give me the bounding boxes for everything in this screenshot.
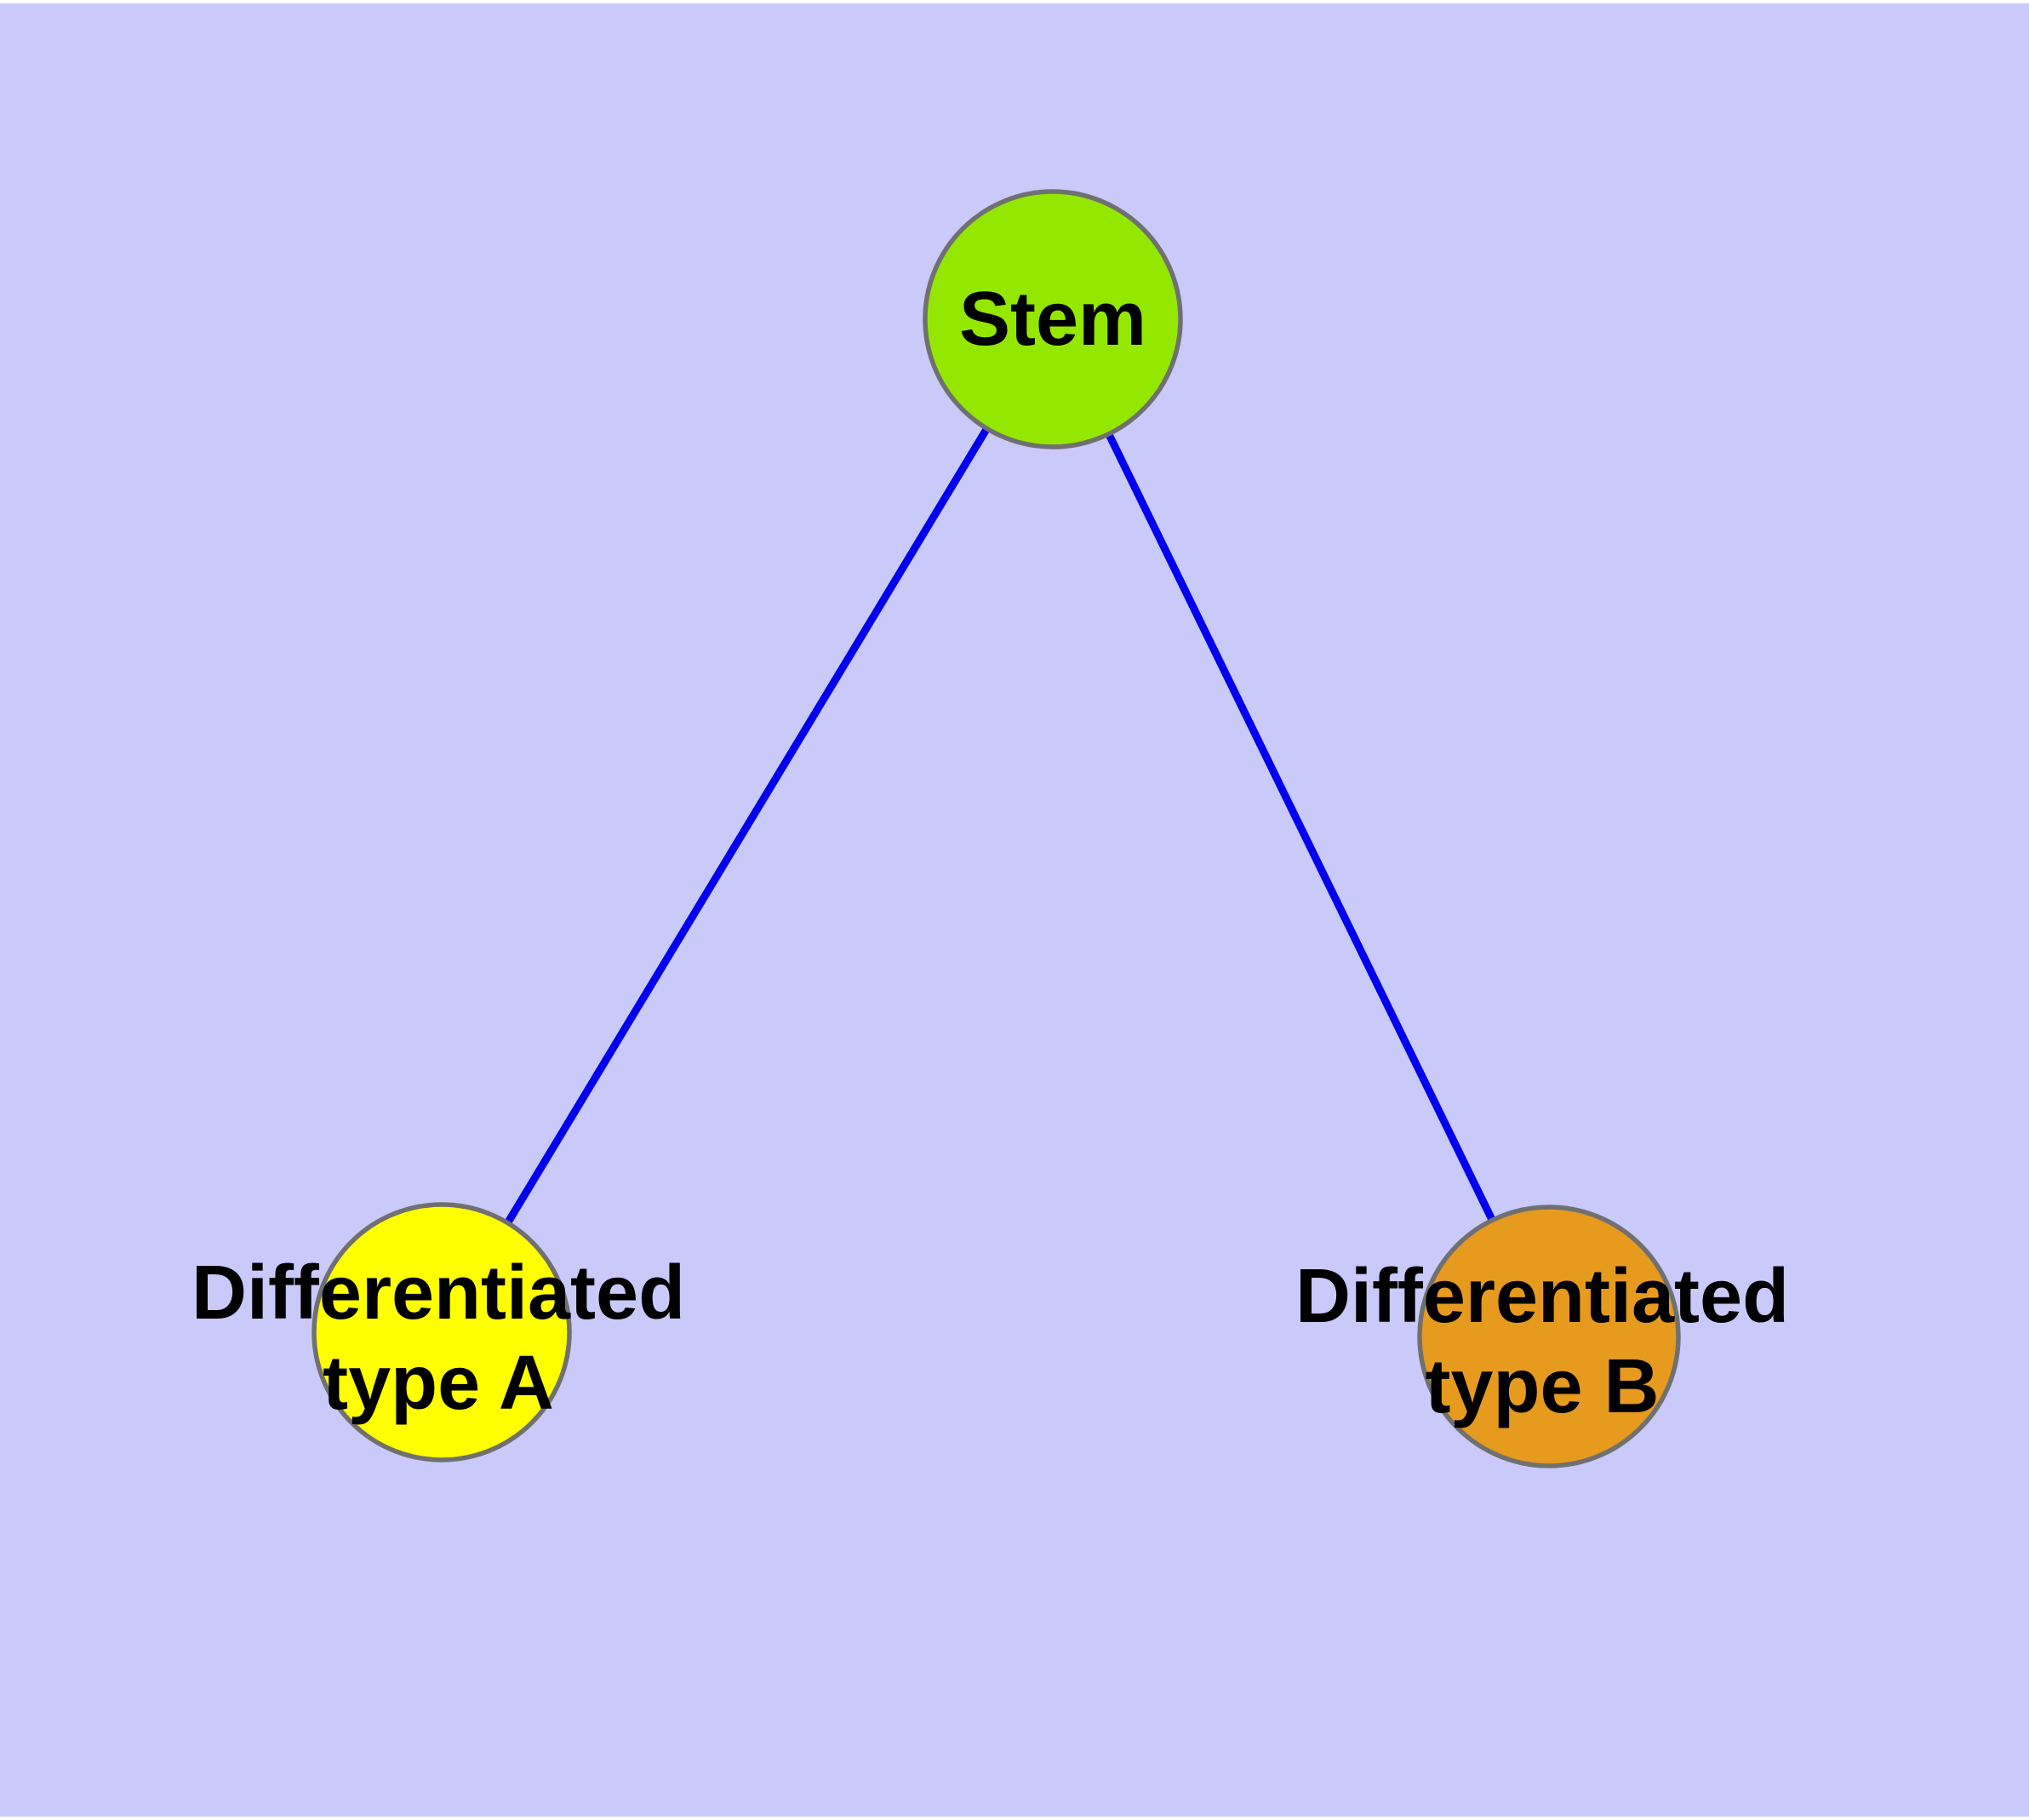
node-stem-label: Stem <box>958 277 1147 362</box>
graph-canvas: Stem Differentiated type A Differentiate… <box>0 3 2029 1817</box>
node-type-b-label: Differentiated type B <box>1295 1254 1790 1429</box>
graph-svg <box>311 189 1681 1468</box>
node-stem-circle <box>923 189 1183 449</box>
edge-stem-to-type-a <box>438 317 1056 1335</box>
node-type-a-label: Differentiated type A <box>191 1251 686 1426</box>
edge-stem-to-type-b <box>1049 318 1553 1338</box>
node-type-b-circle <box>1417 1205 1681 1468</box>
node-type-a-circle <box>311 1202 572 1462</box>
